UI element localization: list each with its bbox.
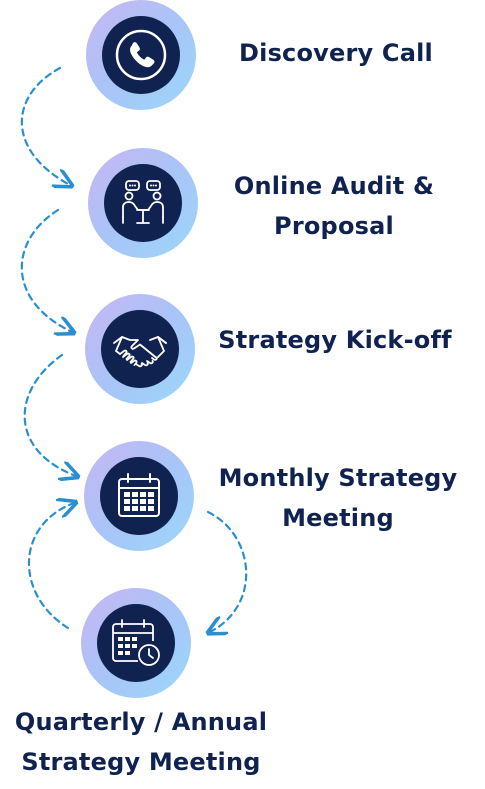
- step-3-label: Strategy Kick-off: [218, 326, 452, 354]
- step-1-node: [86, 0, 196, 110]
- arrow-step-5-to-4: [27, 503, 74, 630]
- phone-icon: [115, 29, 167, 81]
- step-2-node: [88, 148, 198, 258]
- step-4-node: [84, 441, 194, 551]
- calendar-clock-icon: [112, 619, 160, 666]
- step-2-label: Online Audit & Proposal: [233, 172, 435, 240]
- calendar-icon: [118, 473, 160, 517]
- step-3-node: [85, 294, 195, 404]
- step-5-node: [81, 588, 191, 698]
- step-4-label: Monthly Strategy Meeting: [218, 464, 458, 532]
- step-1-label: Discovery Call: [239, 39, 433, 67]
- arrow-step-2-to-3: [20, 208, 72, 332]
- handshake-icon: [113, 336, 167, 368]
- arrow-step-3-to-4: [23, 353, 76, 476]
- meeting-icon: [122, 180, 164, 224]
- step-5-label: Quarterly / Annual Strategy Meeting: [14, 708, 268, 776]
- arrow-step-1-to-2: [20, 66, 70, 185]
